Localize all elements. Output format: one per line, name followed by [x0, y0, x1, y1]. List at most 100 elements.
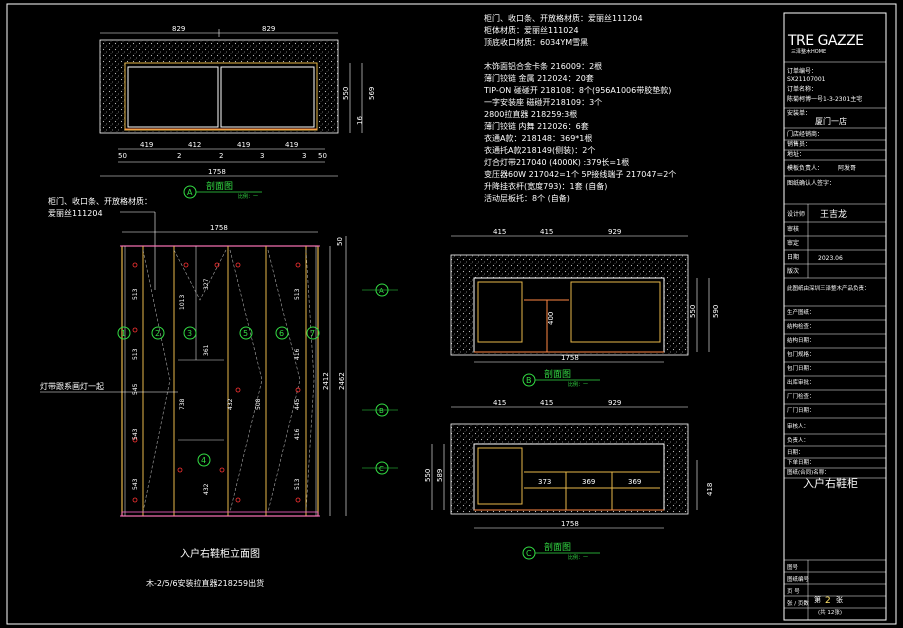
- title-block-page-unit: 张: [836, 595, 843, 604]
- section-b-scale: 比例：一: [568, 381, 588, 388]
- section-c-top-dim-2: 415: [540, 399, 553, 407]
- elevation-height-dim-2: 2462: [338, 372, 346, 390]
- title-block-designer-label: 设计师: [787, 210, 805, 218]
- note-line-13: 灯合灯带217040 (4000K) :379长=1根: [484, 157, 629, 167]
- title-block-row-5: 安装单：: [787, 109, 811, 117]
- title-block-total-label: 张 / 页数: [787, 599, 809, 607]
- title-block-verifier-label: 审定: [787, 239, 799, 247]
- section-b-total-width: 1758: [561, 354, 579, 362]
- elevation-shelf-dim-r1: 513: [294, 288, 301, 300]
- elevation-shelf-dim-r6: 508: [255, 398, 262, 410]
- section-a-door-right: [220, 66, 315, 128]
- note-line-7: TIP-ON 碰碰开 218108：8个(956A1006带胶垫款): [483, 85, 671, 95]
- title-block-form-6: 包门日期：: [787, 364, 815, 372]
- section-b-title: 剖面图: [544, 368, 571, 380]
- note-line-12: 衣通托A款218149(侧装)：2个: [484, 145, 595, 155]
- note-line-11: 衣通A款：218148：369*1根: [484, 133, 592, 143]
- title-block-logo: TRE GAZZE: [787, 33, 864, 49]
- title-block-checker-label: 审核: [787, 225, 799, 233]
- title-block-page-num: 2: [825, 596, 831, 606]
- section-c-scale: 比例：一: [568, 554, 588, 561]
- section-b-top-dim-1: 415: [493, 228, 506, 236]
- title-block-bottom-1: 图号: [787, 563, 799, 571]
- section-a-bottom-dim-9: 3: [302, 152, 306, 160]
- section-c-title: 剖面图: [544, 541, 571, 553]
- elevation-shelf-dim-r3: 445: [294, 398, 301, 410]
- section-a-bottom-dim-1: 50: [118, 152, 127, 160]
- section-c-inner-dim-1: 373: [538, 478, 551, 486]
- section-a: 829 829 550 569 16 50 419 2 412 2 419 3 …: [99, 25, 376, 200]
- elevation-shelf-dim-m6: 432: [227, 398, 234, 410]
- title-block: TRE GAZZE 三泽整木HOME 订单编号： SX21107001 订单名称…: [783, 12, 887, 621]
- elevation-cabinet-outline: [121, 245, 319, 517]
- section-a-side-dim-2: 569: [368, 87, 376, 100]
- title-block-form-7: 出库审批：: [787, 378, 815, 386]
- section-c-top-dim-3: 929: [608, 399, 621, 407]
- elevation-height-dim-1: 2412: [322, 372, 330, 390]
- elevation-shelf-dim-m1: 1013: [179, 295, 186, 310]
- section-a-scale: 比例：一: [238, 193, 258, 200]
- title-block-form-13: 下单日期：: [787, 458, 815, 466]
- title-block-page-label: 第: [814, 595, 821, 604]
- section-a-side-dim-1: 550: [342, 87, 350, 100]
- elevation-section-7: 7: [310, 329, 315, 338]
- title-block-row-3: 订单名称：: [787, 85, 817, 93]
- title-block-form-9: 厂门日期：: [787, 406, 815, 414]
- elevation-shelf-dim-m5: 432: [203, 483, 210, 495]
- section-c-side-dim-3: 418: [706, 483, 714, 496]
- section-a-bottom-dim-3: 2: [177, 152, 181, 160]
- elevation-section-markers: A B C: [362, 283, 398, 475]
- title-block-form-4: 结构日期：: [787, 336, 815, 344]
- title-block-row-10: 模板负责人：: [787, 164, 823, 172]
- section-a-door-left: [127, 66, 219, 128]
- elevation-shelf-dim-m4: 738: [179, 398, 186, 410]
- title-block-form-8: 厂门检查：: [787, 392, 815, 400]
- elevation-shelf-dim-r2: 416: [294, 348, 301, 360]
- elevation-section-5: 5: [243, 329, 248, 338]
- drawing-frame: [6, 3, 897, 625]
- elevation-shelf-dim-l3: 545: [132, 383, 139, 395]
- title-block-logo-sub: 三泽整木HOME: [791, 48, 826, 55]
- elevation-shelf-dim-r4: 416: [294, 428, 301, 440]
- elevation-view: 柜门、收口条、开放格材质： 爱丽丝111204 1758: [40, 196, 398, 588]
- title-block-bottom-2: 图纸编号: [787, 575, 810, 583]
- section-c-callout-letter: C: [526, 549, 532, 558]
- title-block-bottom-3: 页 号: [787, 588, 800, 595]
- title-block-row-4: 陈菊柯博一号1-3-2301主宅: [787, 95, 862, 103]
- elevation-section-3: 3: [187, 329, 192, 338]
- section-a-bottom-dim-5: 2: [219, 152, 223, 160]
- section-a-bottom-dim-10: 50: [318, 152, 327, 160]
- title-block-form-10: 审核人：: [787, 422, 809, 430]
- elevation-lamp-label: 灯带跟系画灯一起: [40, 381, 104, 391]
- title-block-form-1: 此图纸由深圳三泽整木产品负责：: [787, 284, 870, 292]
- section-c-cabinet: [473, 443, 665, 511]
- elevation-material-note-1: 柜门、收口条、开放格材质：: [48, 196, 152, 206]
- note-line-14: 变压器60W 217042=1个 5P接线端子 217047=2个: [484, 169, 676, 179]
- elevation-shelf-dim-m3: 361: [203, 344, 210, 356]
- elevation-shelf-dim-l2: 513: [132, 348, 139, 360]
- title-block-row-12: 图纸确认人签字：: [787, 179, 835, 187]
- section-a-side-dim-3: 16: [356, 116, 364, 125]
- section-b-top-dim-2: 415: [540, 228, 553, 236]
- section-c-total-width: 1758: [561, 520, 579, 528]
- section-c: 415 415 929 373 369 369 550 589 418 1758…: [424, 399, 714, 561]
- elevation-section-6: 6: [279, 329, 284, 338]
- section-b-cabinet: [473, 277, 665, 353]
- title-block-row-8: 销售员：: [787, 140, 811, 148]
- title-block-row-2: SX21107001: [787, 76, 826, 83]
- note-line-3: 顶底收口材质：6034YM雪黑: [484, 37, 588, 47]
- title-block-row-11: 阿发哥: [838, 164, 856, 172]
- elevation-material-note-2: 爱丽丝111204: [48, 208, 103, 218]
- section-c-top-dim-1: 415: [493, 399, 506, 407]
- section-b-callout-letter: B: [526, 376, 532, 385]
- title-block-form-5: 包门规格：: [787, 350, 815, 358]
- title-block-designer: 王吉龙: [820, 208, 847, 220]
- elevation-shelf-dim-l4: 543: [132, 428, 139, 440]
- note-line-1: 柜门、收口条、开放格材质：爱丽丝111204: [484, 13, 643, 23]
- title-block-form-14: 图纸(合同)名称：: [787, 468, 830, 476]
- section-a-bottom-dim-2: 419: [140, 141, 153, 149]
- elevation-shelf-dim-l5: 543: [132, 478, 139, 490]
- notes-block: 柜门、收口条、开放格材质：爱丽丝111204 柜体材质：爱丽丝111024 顶底…: [483, 13, 676, 203]
- elevation-height-dim-3: 50: [336, 237, 344, 246]
